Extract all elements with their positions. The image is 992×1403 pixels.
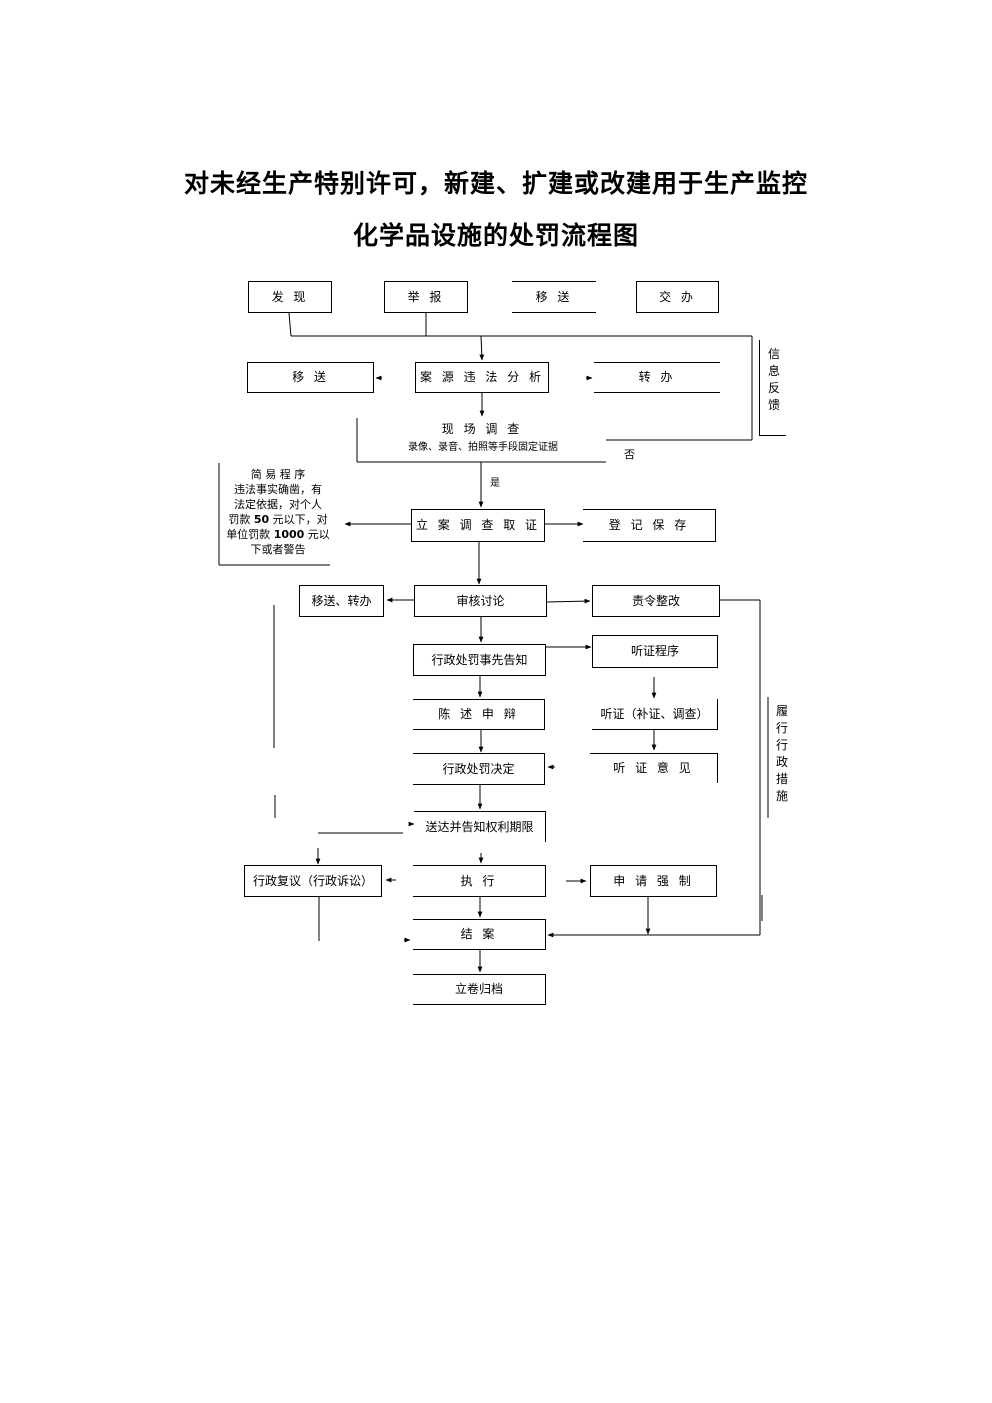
node-penalty-notice: 行政处罚事先告知 <box>413 644 546 676</box>
node-site-investigation: 现 场 调 查 <box>441 421 523 436</box>
node-deliver-notice: 送达并告知权利期限 <box>414 811 546 842</box>
info-feedback-box <box>759 340 786 436</box>
simple-procedure-note: 简 易 程 序 违法事实确凿，有 法定依据，对个人 罚款 50 元以下，对 单位… <box>222 467 334 557</box>
text-fine-suffix: 元以下，对 <box>269 513 328 526</box>
node-apply-enforce: 申 请 强 制 <box>590 865 717 897</box>
node-review: 审核讨论 <box>414 585 547 617</box>
node-penalty-decision: 行政处罚决定 <box>413 753 545 785</box>
node-site-method: 录像、录音、拍照等手段固定证据 <box>408 441 558 453</box>
node-case-analysis: 案 源 违 法 分 析 <box>415 362 549 393</box>
node-assign: 交 办 <box>636 281 719 313</box>
label-yes: 是 <box>490 478 500 489</box>
node-close-case: 结 案 <box>413 919 546 950</box>
text-fine-individual: 50 <box>253 513 270 526</box>
node-order-rectify: 责令整改 <box>592 585 720 617</box>
node-register-preserve: 登 记 保 存 <box>583 509 716 542</box>
text-unit-prefix: 单位罚款 <box>226 528 274 541</box>
node-transfer-forward: 移送、转办 <box>299 585 384 617</box>
label-perform-measures: 履行行政措施 <box>775 704 788 803</box>
simple-procedure-line-4: 单位罚款 1000 元以 <box>222 527 334 542</box>
text-fine-unit: 1000 <box>273 528 305 541</box>
simple-procedure-line-5: 下或者警告 <box>250 543 306 556</box>
node-admin-review: 行政复议（行政诉讼） <box>244 865 382 897</box>
page-title-line-2: 化学品设施的处罚流程图 <box>352 221 639 250</box>
simple-procedure-line-2: 法定依据，对个人 <box>234 498 322 511</box>
page-title-line-1: 对未经生产特别许可，新建、扩建或改建用于生产监控 <box>183 169 808 198</box>
node-execute: 执 行 <box>413 865 546 897</box>
node-transfer-out: 移 送 <box>247 362 374 393</box>
node-forward: 转 办 <box>594 362 720 393</box>
simple-procedure-title: 简 易 程 序 <box>250 468 306 481</box>
node-transfer-in: 移 送 <box>512 281 596 313</box>
simple-procedure-line-1: 违法事实确凿，有 <box>234 483 322 496</box>
node-report: 举 报 <box>384 281 468 313</box>
label-info-feedback: 信息反馈 <box>767 347 780 412</box>
node-discover: 发 现 <box>248 281 332 313</box>
node-hearing-procedure: 听证程序 <box>592 635 718 668</box>
node-hearing: 听证（补证、调查） <box>592 699 718 730</box>
label-no: 否 <box>624 448 635 461</box>
node-hearing-opinion: 听 证 意 见 <box>590 753 718 783</box>
text-fine-prefix: 罚款 <box>228 513 254 526</box>
node-register-case: 立 案 调 查 取 证 <box>411 509 545 542</box>
text-unit-suffix: 元以 <box>304 528 330 541</box>
node-archive: 立卷归档 <box>413 974 546 1005</box>
node-statement-defense: 陈 述 申 辩 <box>413 699 545 730</box>
simple-procedure-line-3: 罚款 50 元以下，对 <box>222 512 334 527</box>
